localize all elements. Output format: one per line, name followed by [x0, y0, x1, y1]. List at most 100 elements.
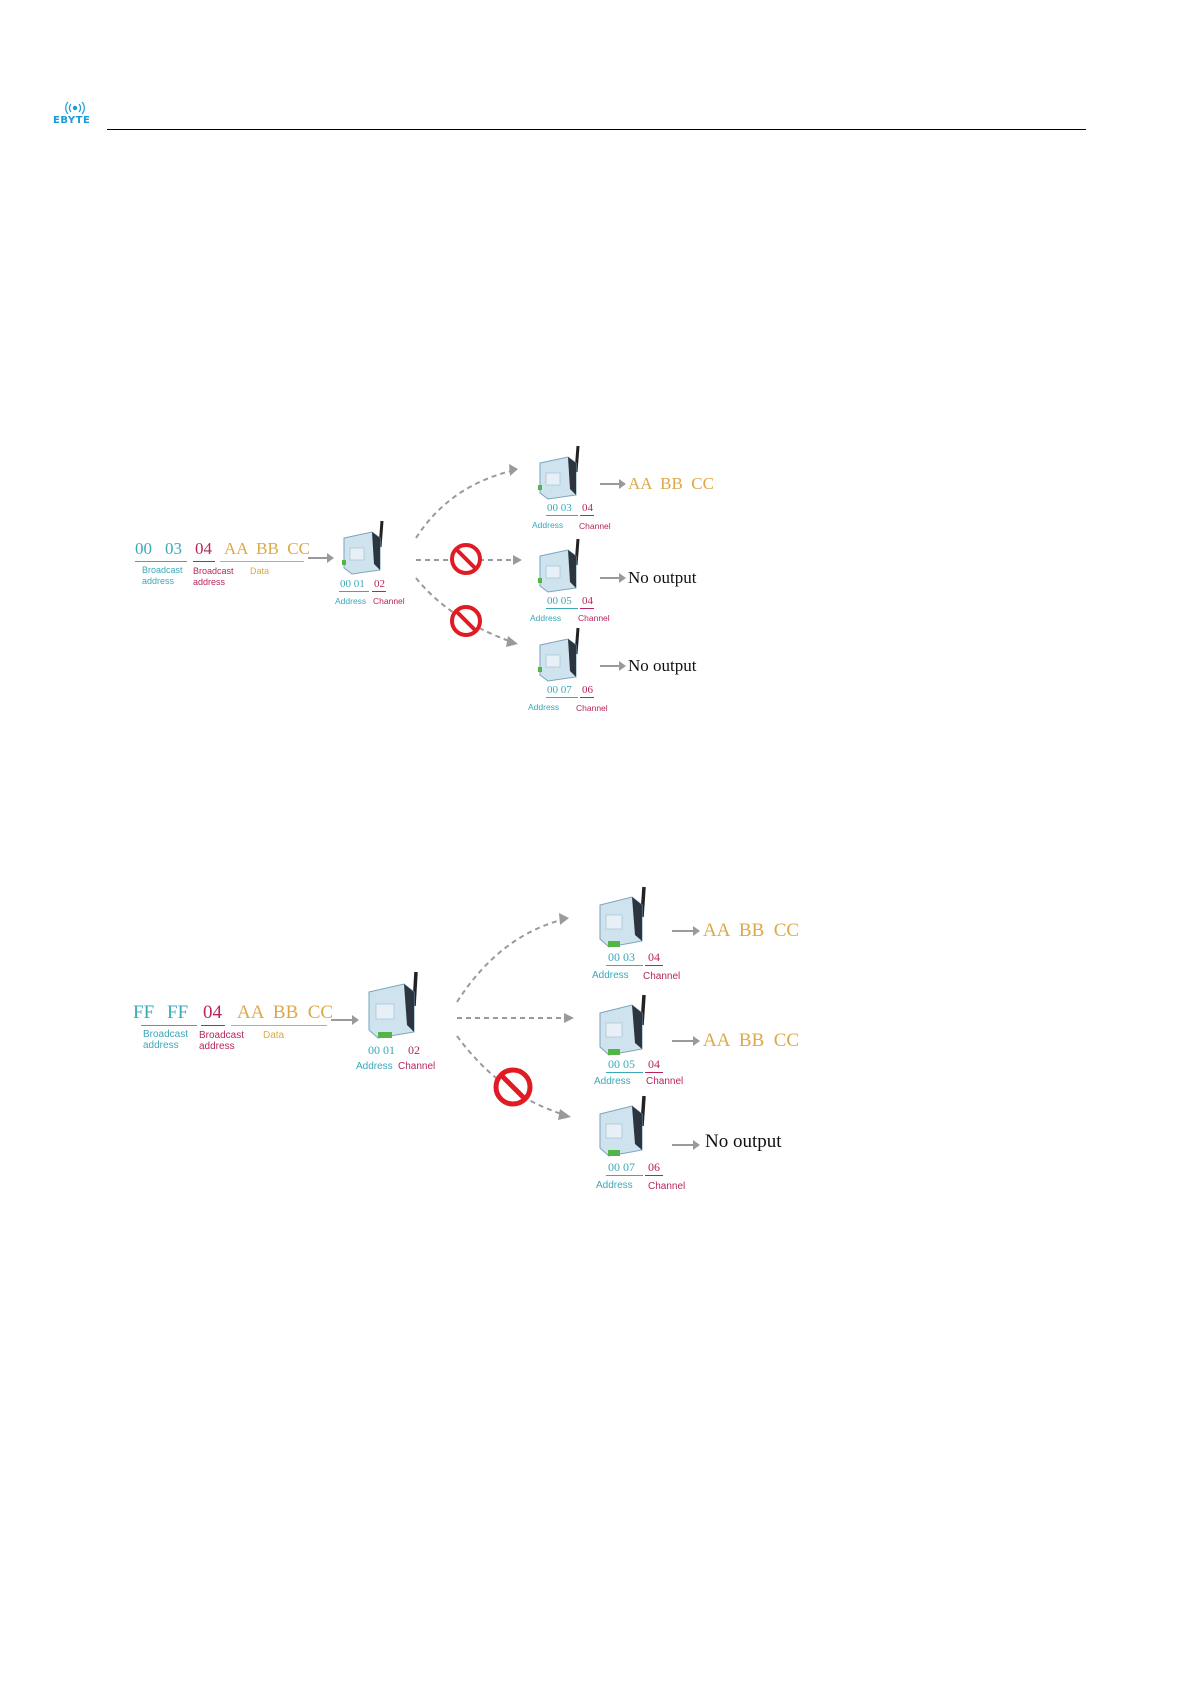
sender-address: 00 01 [340, 578, 365, 590]
receiver-device-icon [538, 627, 580, 682]
output-arrow [672, 1036, 700, 1046]
sender-channel-underline [372, 591, 386, 592]
brand-logo: EBYTE [53, 115, 91, 126]
packet-data-underline [220, 561, 304, 562]
receiver-output: No output [628, 568, 697, 587]
receiver-address: 00 05 [547, 595, 572, 607]
receiver-address-underline [546, 697, 578, 698]
output-arrow [672, 1140, 700, 1150]
input-arrow [331, 1015, 359, 1025]
receiver-output: AA BB CC [703, 1030, 800, 1051]
receiver-channel-underline [580, 697, 594, 698]
receiver-channel-underline [645, 1175, 663, 1176]
receiver-address: 00 03 [608, 950, 635, 964]
receiver-address-underline [546, 608, 578, 609]
sender-address-caption: Address [356, 1061, 393, 1072]
sender-address-caption: Address [335, 596, 367, 606]
header-rule [107, 129, 1086, 130]
receiver-channel-caption: Channel [578, 613, 610, 623]
receiver-output: No output [705, 1131, 782, 1152]
packet-address-high: 00 [135, 539, 152, 558]
sender-address: 00 01 [368, 1043, 395, 1057]
packet-address-low: FF [167, 1002, 189, 1023]
receiver-channel-underline [645, 965, 663, 966]
sender-address-underline [339, 591, 369, 592]
route-to-receiver-1 [456, 918, 566, 1003]
receiver-device-icon [599, 886, 646, 948]
receiver-output: No output [628, 656, 697, 675]
sender-channel-caption: Channel [373, 596, 405, 606]
packet-data: AA BB CC [224, 539, 310, 558]
receiver-address-underline [606, 965, 643, 966]
sender-channel-caption: Channel [398, 1061, 436, 1072]
packet-data-underline [231, 1025, 327, 1026]
packet-channel: 04 [195, 539, 212, 558]
receiver-address-caption: Address [532, 520, 564, 530]
packet-channel: 04 [203, 1002, 222, 1023]
receiver-channel-caption: Channel [643, 971, 681, 982]
prohibited-icon [493, 1067, 533, 1107]
receiver-channel-caption: Channel [576, 703, 608, 713]
receiver-channel-caption: Channel [646, 1076, 684, 1087]
receiver-channel-caption: Channel [579, 521, 611, 531]
receiver-channel-caption: Channel [648, 1181, 686, 1192]
output-arrow [600, 661, 626, 671]
receiver-address-caption: Address [530, 613, 562, 623]
receiver-address: 00 07 [608, 1160, 635, 1174]
receiver-device-icon [538, 538, 580, 593]
sender-channel: 02 [374, 578, 385, 590]
receiver-channel-underline [580, 515, 594, 516]
receiver-address-underline [606, 1175, 643, 1176]
receiver-channel: 04 [582, 595, 593, 607]
output-arrow [672, 926, 700, 936]
receiver-device-icon [599, 1095, 646, 1157]
receiver-output: AA BB CC [628, 474, 714, 493]
routes-2 [456, 913, 574, 1120]
packet-data-label: Data [250, 566, 270, 576]
receiver-channel: 06 [648, 1160, 660, 1174]
receiver-output: AA BB CC [703, 920, 800, 941]
output-arrow [600, 573, 626, 583]
output-arrow [600, 479, 626, 489]
receiver-device-icon [599, 994, 646, 1056]
sender-device-icon [342, 520, 384, 575]
packet-address-low: 03 [165, 539, 182, 558]
input-arrow [308, 553, 334, 563]
prohibited-icon [450, 605, 482, 637]
receiver-channel: 04 [648, 1057, 660, 1071]
receiver-channel: 04 [648, 950, 660, 964]
route-to-receiver-1 [415, 469, 516, 539]
receiver-channel-underline [645, 1072, 663, 1073]
receiver-channel: 06 [582, 684, 593, 696]
packet-data: AA BB CC [237, 1002, 334, 1023]
packet-data-label: Data [263, 1030, 285, 1041]
receiver-address-caption: Address [596, 1180, 633, 1191]
prohibited-icon [450, 543, 482, 575]
receiver-address-caption: Address [592, 970, 629, 981]
receiver-address-caption: Address [528, 702, 560, 712]
receiver-address-caption: Address [594, 1076, 631, 1087]
packet-channel-underline [193, 561, 215, 562]
packet-address-underline [141, 1025, 197, 1026]
sender-device-icon [368, 971, 418, 1039]
receiver-address: 00 05 [608, 1057, 635, 1071]
receiver-address-underline [606, 1072, 643, 1073]
receiver-address: 00 07 [547, 684, 572, 696]
receiver-device-icon [538, 445, 580, 500]
packet-address-high: FF [133, 1002, 155, 1023]
receiver-channel: 04 [582, 502, 593, 514]
wireless-logo-icon [65, 101, 85, 115]
route-to-receiver-3 [456, 1035, 566, 1116]
receiver-channel-underline [580, 608, 594, 609]
sender-channel: 02 [408, 1043, 420, 1057]
receiver-address-underline [546, 515, 578, 516]
packet-channel-underline [201, 1025, 225, 1026]
receiver-address: 00 03 [547, 502, 572, 514]
packet-address-underline [135, 561, 187, 562]
